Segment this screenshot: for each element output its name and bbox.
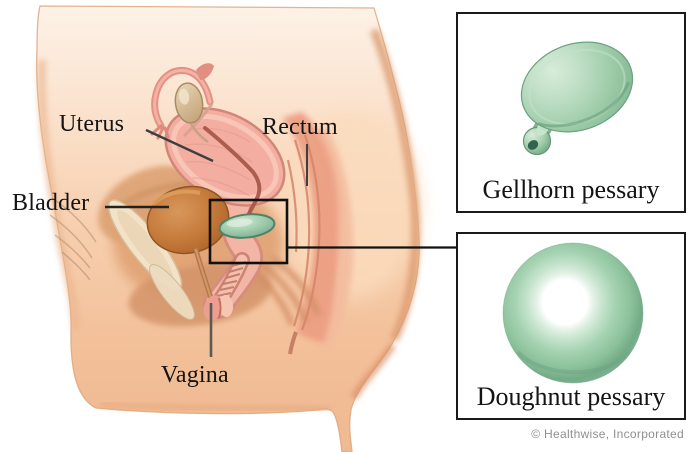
- pessary-in-vagina: [218, 213, 276, 239]
- rectum-illustration: [282, 112, 354, 355]
- label-bladder: Bladder: [12, 190, 90, 216]
- bladder-illustration: [146, 185, 230, 301]
- inset-gellhorn-caption: Gellhorn pessary: [482, 175, 660, 205]
- label-vagina: Vagina: [161, 362, 229, 388]
- inset-panel-gellhorn: Gellhorn pessary: [456, 12, 686, 213]
- label-uterus: Uterus: [59, 111, 125, 137]
- uterine-cavity-line: [203, 126, 262, 218]
- leader-lines: [105, 128, 308, 357]
- inset-panel-doughnut: Doughnut pessary: [456, 232, 686, 420]
- tissue-fibers: [49, 197, 97, 281]
- ovary: [174, 82, 204, 124]
- gellhorn-pessary-art: [520, 41, 634, 156]
- inset-doughnut-caption: Doughnut pessary: [476, 382, 666, 412]
- uterus-illustration: [150, 63, 286, 218]
- label-rectum: Rectum: [262, 114, 338, 140]
- uterus-leader-line: [145, 128, 214, 163]
- copyright-notice: © Healthwise, Incorporated: [531, 427, 684, 441]
- doughnut-pessary-art: [502, 242, 644, 384]
- zoom-region-rectangle: [208, 198, 289, 265]
